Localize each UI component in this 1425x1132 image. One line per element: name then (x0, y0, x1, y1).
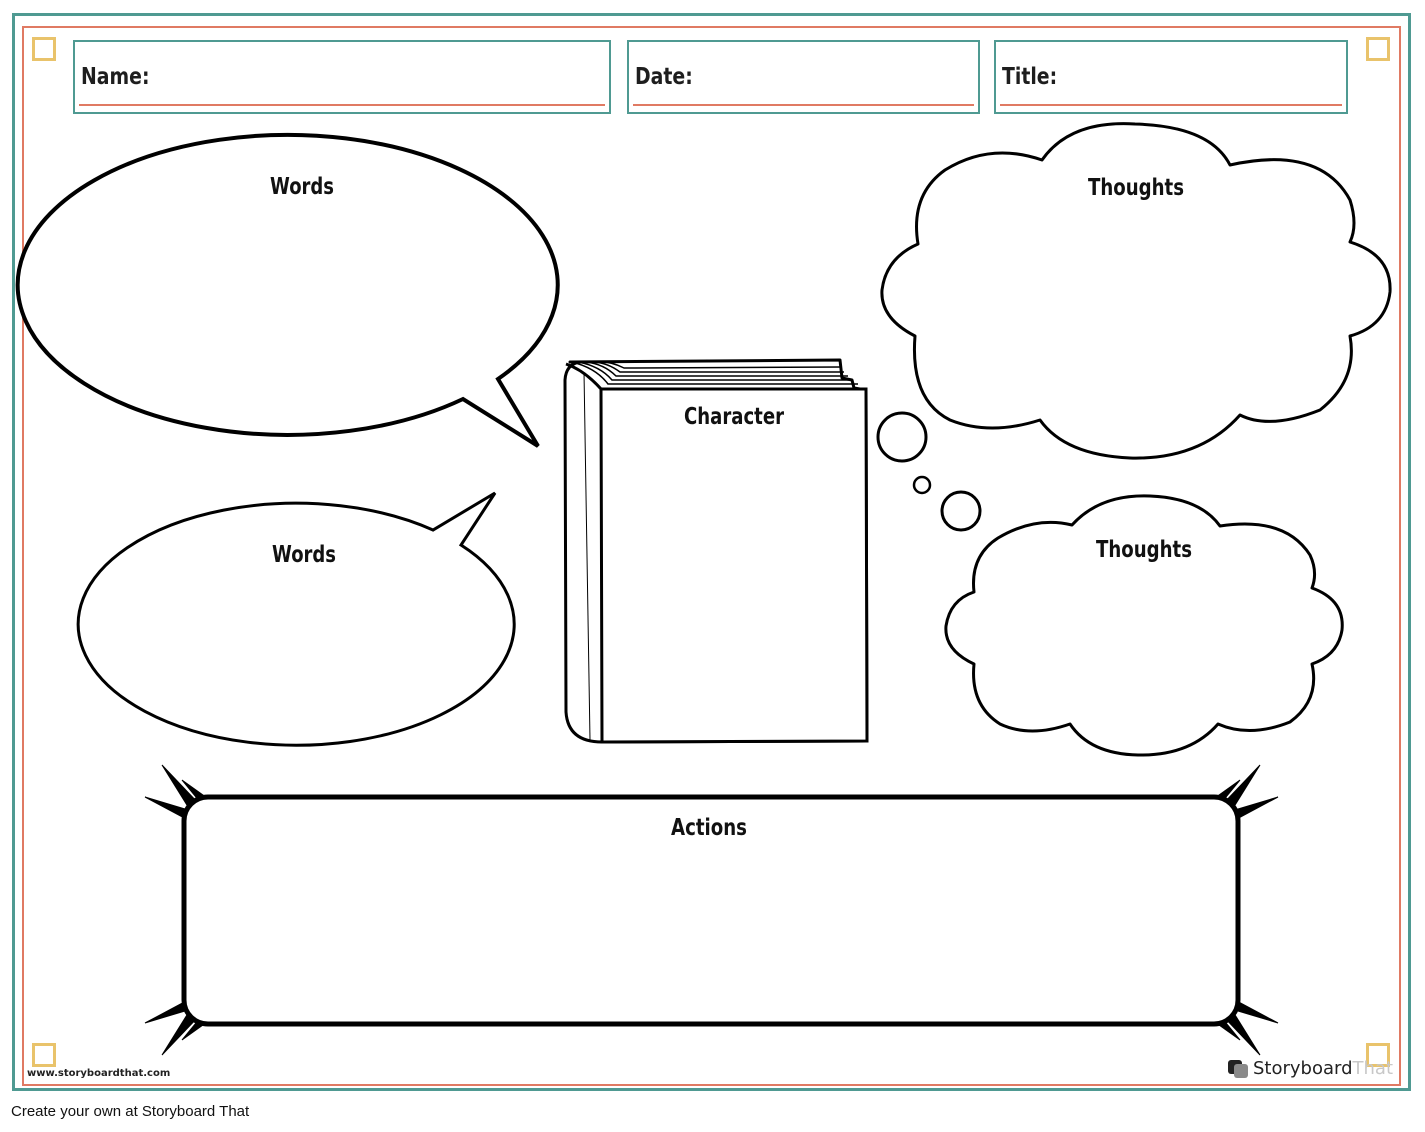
words-heading-top: Words (270, 174, 334, 200)
logo-text-main: Storyboard (1253, 1057, 1353, 1079)
outer-border (12, 13, 1411, 1091)
actions-heading: Actions (671, 815, 747, 841)
date-underline (633, 104, 974, 106)
thought-cloud-top[interactable] (880, 122, 1392, 460)
title-underline (1000, 104, 1342, 106)
thought-dot-small (912, 475, 932, 495)
words-heading-bottom: Words (272, 542, 336, 568)
thought-dot-medium (940, 490, 982, 532)
title-field[interactable]: Title: (994, 40, 1348, 114)
speech-bubble-bottom[interactable] (76, 491, 516, 747)
storyboardthat-logo[interactable]: Storyboard That (1228, 1056, 1393, 1080)
character-book[interactable] (563, 358, 869, 744)
thoughts-heading-bottom: Thoughts (1096, 537, 1192, 563)
inner-border (22, 26, 1401, 1086)
logo-text-accent: That (1352, 1057, 1394, 1079)
corner-square-bottom-right (1366, 1043, 1390, 1067)
actions-box[interactable] (181, 794, 1241, 1027)
date-field[interactable]: Date: (627, 40, 980, 114)
corner-square-top-left (32, 37, 56, 61)
thoughts-heading-top: Thoughts (1088, 175, 1184, 201)
footer-caption[interactable]: Create your own at Storyboard That (11, 1103, 250, 1120)
character-heading: Character (684, 404, 785, 430)
title-label: Title: (1002, 64, 1058, 90)
corner-square-top-right (1366, 37, 1390, 61)
name-label: Name: (81, 64, 150, 90)
storyboard-logo-icon (1228, 1058, 1248, 1078)
thought-cloud-bottom[interactable] (944, 494, 1344, 757)
storyboardthat-url[interactable]: www.storyboardthat.com (27, 1068, 171, 1079)
corner-square-bottom-left (32, 1043, 56, 1067)
thought-dot-large (876, 411, 928, 463)
date-label: Date: (635, 64, 693, 90)
speech-bubble-top[interactable] (15, 132, 560, 448)
name-underline (79, 104, 605, 106)
name-field[interactable]: Name: (73, 40, 611, 114)
